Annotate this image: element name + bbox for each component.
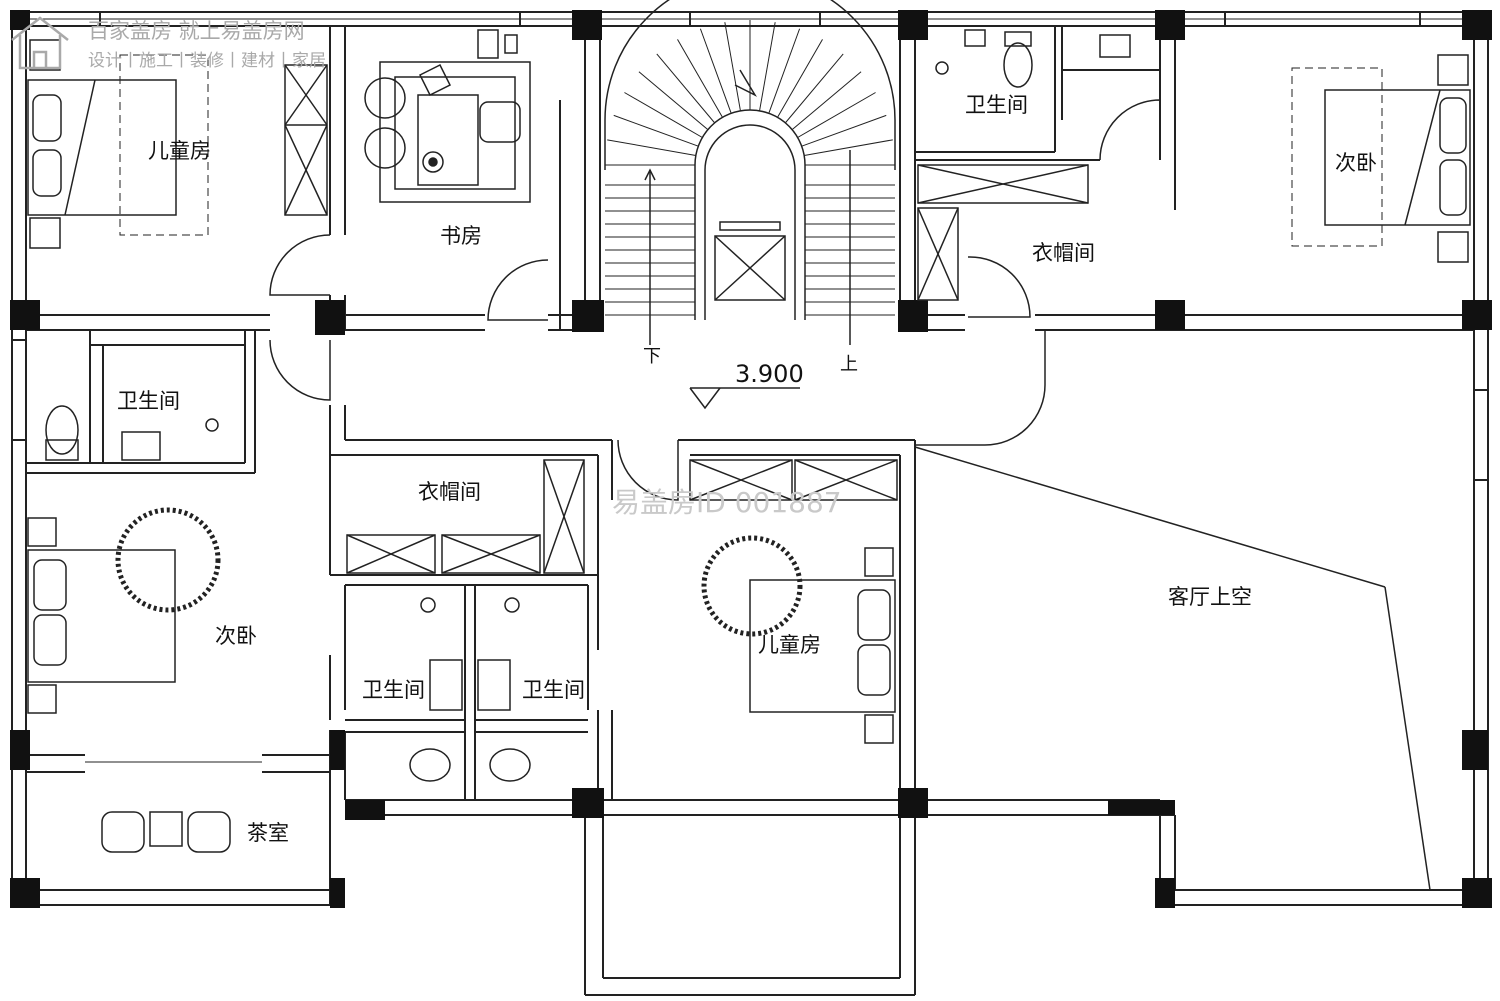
- watermark: 易盖房ID 001887: [612, 486, 842, 519]
- room-label-bath-center-right: 卫生间: [522, 678, 585, 702]
- room-label-second-bed-top-right: 次卧: [1335, 151, 1377, 175]
- room-label-closet-center: 衣帽间: [418, 480, 481, 504]
- room-label-kids-top: 儿童房: [148, 139, 211, 163]
- room-label-second-bed-left: 次卧: [215, 624, 257, 648]
- room-label-study: 书房: [440, 224, 482, 248]
- room-label-living-void: 客厅上空: [1168, 585, 1252, 609]
- house-icon: [11, 16, 69, 70]
- room-label-closet-top-right: 衣帽间: [1032, 241, 1095, 265]
- stair-up-label: 上: [840, 354, 858, 375]
- room-label-bath-left: 卫生间: [117, 389, 180, 413]
- spiral-staircase: [604, 0, 896, 345]
- structural-columns: [10, 10, 1492, 908]
- room-label-bath-center-left: 卫生间: [362, 678, 425, 702]
- elevation-marker: [689, 387, 800, 410]
- room-label-tea-room: 茶室: [247, 821, 289, 845]
- furniture: [27, 29, 1471, 853]
- logo-title: 百家盖房 就上易盖房网: [88, 19, 305, 43]
- door-swings: [269, 99, 1161, 501]
- stair-down-label: 下: [643, 346, 661, 367]
- room-label-bath-top-right: 卫生间: [965, 93, 1028, 117]
- logo: 百家盖房 就上易盖房网 设计丨施工丨装修丨建材丨家居: [11, 16, 326, 71]
- elevation-label: 3.900: [735, 360, 804, 388]
- room-labels: 儿童房 书房 卫生间 次卧 衣帽间 卫生间 衣帽间 次卧 卫生间 卫生间 儿童房…: [117, 93, 1377, 845]
- room-label-kids-center: 儿童房: [758, 633, 821, 657]
- logo-services: 设计丨施工丨装修丨建材丨家居: [88, 51, 326, 71]
